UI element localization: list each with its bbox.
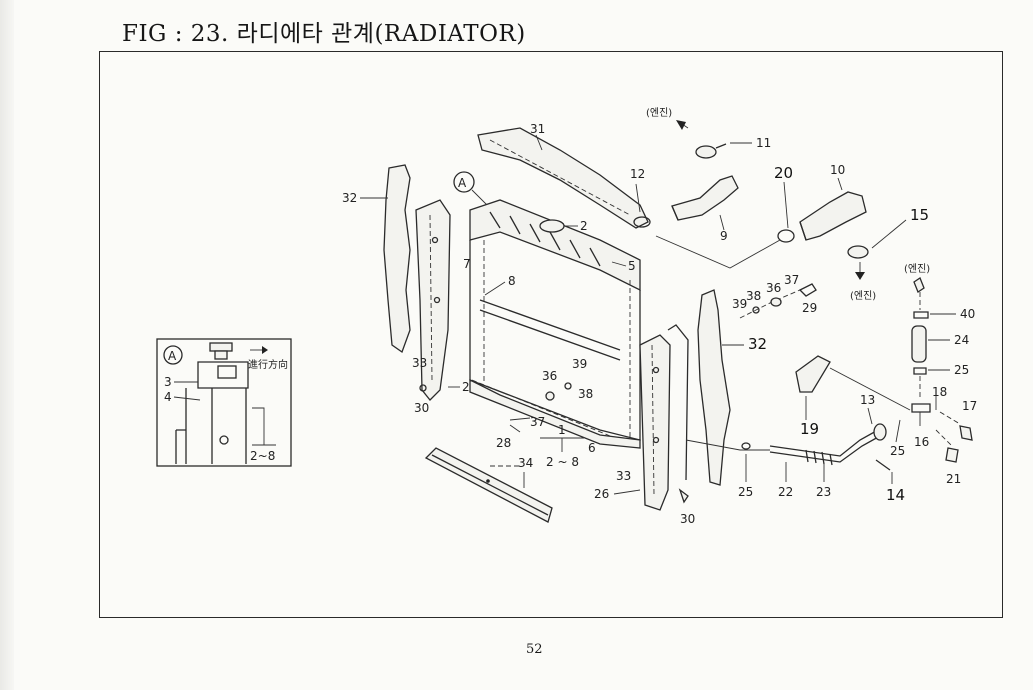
part-27-left-bracket: 33 27 30 (412, 199, 477, 415)
callout-7: 7 (463, 257, 471, 271)
callout-37-lower: 37 (530, 415, 545, 429)
page-number: 52 (526, 642, 543, 657)
parts-overflow-hoses: 22 23 25 13 14 25 (685, 393, 905, 504)
callout-39-lower: 39 (572, 357, 587, 371)
callout-a-main: A (458, 176, 467, 190)
callout-11: 11 (756, 136, 771, 150)
part-radiator-core: A 2 7 8 5 6 1 2 ~ 8 36 39 38 37 28 (453, 171, 641, 469)
engine-note-top: (엔진) (646, 107, 672, 119)
callout-37-upper: 37 (784, 273, 799, 287)
callout-23: 23 (816, 485, 831, 499)
callout-19: 19 (800, 420, 819, 438)
figure-title: FIG : 23. 라디에타 관계(RADIATOR) (122, 21, 526, 47)
callout-10: 10 (830, 163, 845, 177)
part-32-left-shroud: 32 (342, 164, 411, 354)
callout-2-8: 2 ~ 8 (546, 455, 579, 469)
callout-4: 4 (164, 390, 172, 404)
callout-3: 3 (164, 375, 172, 389)
callout-32-left: 32 (342, 191, 357, 205)
callout-30-right: 30 (680, 512, 695, 526)
part-20-clamp: 20 (655, 164, 795, 269)
part-19-bracket: 19 (795, 355, 911, 438)
callout-5: 5 (628, 259, 636, 273)
callout-16: 16 (914, 435, 929, 449)
callout-30-left: 30 (414, 401, 429, 415)
callout-21: 21 (946, 472, 961, 486)
callout-13: 13 (860, 393, 875, 407)
callout-15: 15 (910, 206, 929, 224)
callout-36-upper: 36 (766, 281, 781, 295)
callout-18: 18 (932, 385, 947, 399)
part-26-right-bracket: 33 26 30 (594, 324, 695, 526)
part-12-fitting: 12 (630, 167, 651, 228)
callout-1: 1 (558, 423, 566, 437)
callout-25-upper: 25 (954, 363, 969, 377)
inset-detail-a: A 進行方向 3 4 2~8 (156, 338, 292, 467)
inset-direction-label: 進行方向 (248, 358, 288, 371)
parts-reservoir: (엔진) 40 24 25 18 17 16 21 (904, 263, 977, 486)
callout-33-right: 33 (616, 469, 631, 483)
callout-2-8-inset: 2~8 (250, 449, 275, 463)
engine-note-right: (엔진) (904, 263, 930, 275)
callout-40: 40 (960, 307, 975, 321)
callout-2: 2 (580, 219, 588, 233)
callout-32-right: 32 (748, 335, 767, 353)
scan-edge (0, 0, 14, 690)
engine-note-mid: (엔진) (850, 290, 876, 302)
parts-upper-small: 39 38 36 37 29 (732, 273, 817, 319)
part-34-bottom-plate: 34 (424, 447, 553, 523)
callout-33-left: 33 (412, 356, 427, 370)
callout-36-lower: 36 (542, 369, 557, 383)
part-9-upper-hose: 9 (671, 175, 739, 243)
callout-22: 22 (778, 485, 793, 499)
callout-24: 24 (954, 333, 969, 347)
callout-25-mid: 25 (890, 444, 905, 458)
callout-26: 26 (594, 487, 609, 501)
callout-25-lower: 25 (738, 485, 753, 499)
part-15-clamp: 15 (엔진) (847, 206, 929, 302)
callout-38-upper: 38 (746, 289, 761, 303)
callout-38-lower: 38 (578, 387, 593, 401)
part-31-top-cover: 31 (477, 122, 649, 229)
callout-6: 6 (588, 441, 596, 455)
inset-callout-a: A (168, 349, 177, 363)
callout-12: 12 (630, 167, 645, 181)
callout-28: 28 (496, 436, 511, 450)
callout-8: 8 (508, 274, 516, 288)
callout-14: 14 (886, 486, 905, 504)
diagram-frame (99, 51, 1003, 618)
part-10-lower-hose: 10 (799, 163, 867, 241)
callout-17: 17 (962, 399, 977, 413)
callout-29: 29 (802, 301, 817, 315)
callout-9: 9 (720, 229, 728, 243)
callout-31: 31 (530, 122, 545, 136)
part-32-right-shroud: 32 (697, 289, 767, 486)
callout-39-upper: 39 (732, 297, 747, 311)
callout-20: 20 (774, 164, 793, 182)
callout-34: 34 (518, 456, 533, 470)
part-11-hose-clamp: 11 (엔진) (646, 107, 771, 159)
